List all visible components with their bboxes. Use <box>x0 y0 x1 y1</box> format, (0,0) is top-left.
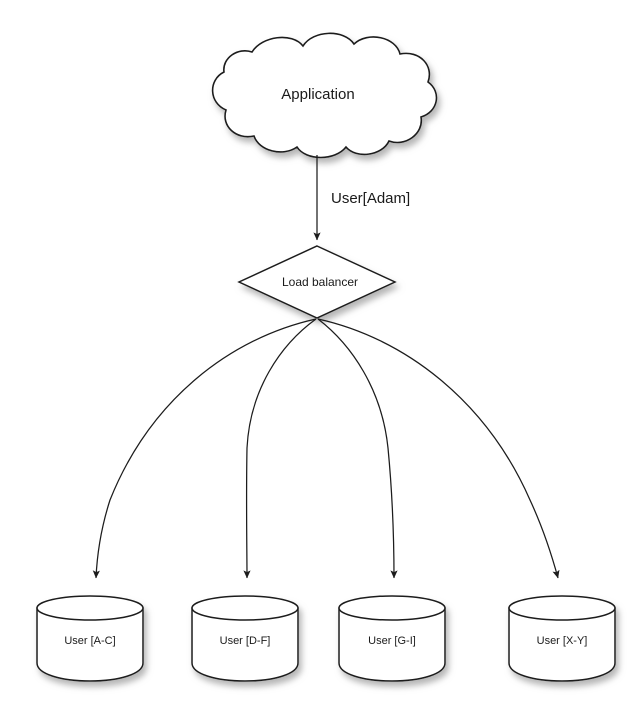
cloud-label: Application <box>281 86 354 103</box>
edge-to-db-2 <box>243 318 317 579</box>
database-cylinder-icon <box>338 607 446 682</box>
diamond-icon <box>237 245 397 319</box>
edge-application-to-loadbalancer: User[Adam] <box>313 155 410 241</box>
database-cylinder-top <box>338 595 446 621</box>
database-cylinder-icon <box>508 607 616 682</box>
database-cylinder-top <box>508 595 616 621</box>
database-node-3[interactable]: User [G-I] <box>338 595 446 682</box>
database-cylinder-top <box>191 595 299 621</box>
database-cylinder-icon <box>36 607 144 682</box>
database-label-1: User [A-C] <box>64 635 115 647</box>
database-label-2: User [D-F] <box>220 635 271 647</box>
cloud-icon <box>211 32 438 159</box>
load-balancer-node[interactable]: Load balancer <box>237 245 397 319</box>
database-node-1[interactable]: User [A-C] <box>36 595 144 682</box>
edge-to-db-4 <box>317 318 560 579</box>
database-node-4[interactable]: User [X-Y] <box>508 595 616 682</box>
database-label-3: User [G-I] <box>368 635 416 647</box>
edge-to-db-3 <box>317 318 398 579</box>
edge-loadbalancer-to-databases <box>92 318 560 579</box>
database-cylinder-icon <box>191 607 299 682</box>
database-node-2[interactable]: User [D-F] <box>191 595 299 682</box>
load-balancer-label: Load balancer <box>282 275 358 289</box>
edge-to-db-1 <box>92 318 317 579</box>
database-label-4: User [X-Y] <box>537 635 588 647</box>
application-cloud-node[interactable]: Application <box>211 32 438 159</box>
edge-label-user-adam: User[Adam] <box>331 190 410 207</box>
database-cylinder-top <box>36 595 144 621</box>
